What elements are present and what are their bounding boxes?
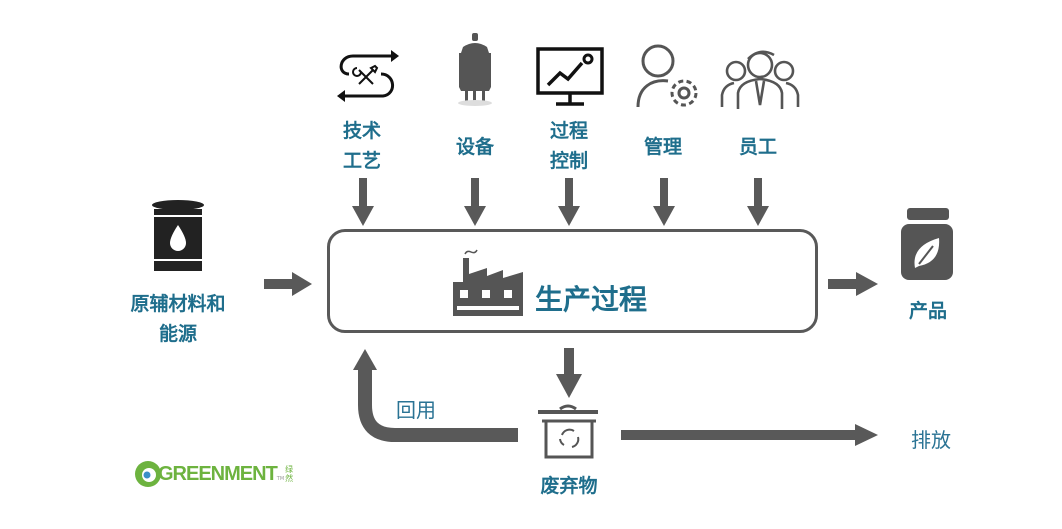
arrow-down-staff [747,178,769,226]
logo-mark-icon [135,461,161,487]
arrow-down-equipment [464,178,486,226]
product-label: 产品 [908,300,947,322]
label-process-control: 过程 控制 [549,120,588,172]
label-equipment: 设备 [455,136,494,158]
label-staff: 员工 [738,136,777,158]
label-tech-process: 技术 工艺 [342,120,381,172]
production-process-box [327,229,818,333]
label-management: 管理 [643,136,682,158]
leaf-jar-icon [901,208,953,280]
logo-cn: 绿然 [285,465,294,483]
reactor-vessel-icon [458,33,492,106]
discharge-label: 排放 [911,428,951,452]
user-gear-icon [636,44,698,108]
greenment-logo: GREENMENT TM 绿然 [134,460,294,488]
logo-text: GREENMENT [158,462,278,485]
process-tools-icon [337,50,399,102]
factory-icon [453,249,523,316]
recycle-bin-icon [538,404,598,459]
team-icon [720,50,800,109]
oil-barrel-icon [152,200,204,271]
arrow-process-to-waste [556,348,582,398]
reuse-label: 回用 [396,398,436,422]
arrow-reuse-head [353,349,377,370]
arrow-reuse [358,368,518,442]
arrow-process-to-product [828,272,878,296]
arrow-discharge [621,424,878,446]
arrow-down-control [558,178,580,226]
raw-materials-label: 原辅材料和 能源 [130,293,226,345]
production-process-label: 生产过程 [535,283,648,316]
arrow-down-tech [352,178,374,226]
logo-tm: TM [276,476,285,482]
monitor-chart-icon [536,47,604,106]
arrow-down-management [653,178,675,226]
arrow-raw-to-process [264,272,312,296]
waste-label: 废弃物 [540,475,598,497]
